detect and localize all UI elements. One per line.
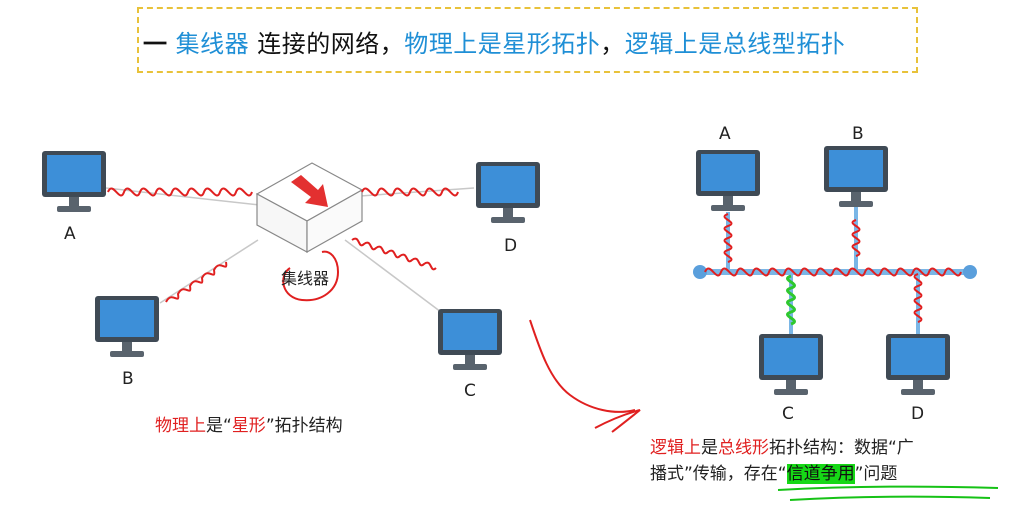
green-underline	[778, 487, 998, 500]
contention-highlight: 信道争用	[787, 464, 855, 484]
label-c-left: C	[464, 381, 476, 401]
label-b-left: B	[122, 369, 134, 389]
computer-a-left	[42, 151, 106, 212]
bus-end-left	[693, 265, 707, 279]
hub-icon	[257, 163, 362, 252]
label-a-right: A	[719, 124, 731, 144]
computer-c-right	[759, 334, 823, 395]
red-bus-coils	[705, 214, 961, 322]
label-a-left: A	[64, 224, 76, 244]
computer-a-right	[696, 150, 760, 211]
computer-d-right	[886, 334, 950, 395]
hub-label: 集线器	[281, 265, 329, 289]
computer-b-right	[824, 146, 888, 207]
red-annotation-coils	[108, 189, 640, 432]
label-b-right: B	[852, 124, 864, 144]
computer-c-left	[438, 309, 502, 370]
bus-end-right	[963, 265, 977, 279]
label-d-right: D	[911, 404, 924, 424]
computer-d-left	[476, 162, 540, 223]
left-caption: 物理上是“星形”拓扑结构	[155, 411, 343, 436]
green-coil	[788, 276, 795, 324]
label-d-left: D	[504, 236, 517, 256]
computer-b-left	[95, 296, 159, 357]
label-c-right: C	[782, 404, 794, 424]
right-caption: 逻辑上是总线形拓扑结构：数据“广播式”传输，存在“信道争用”问题	[650, 435, 1010, 487]
